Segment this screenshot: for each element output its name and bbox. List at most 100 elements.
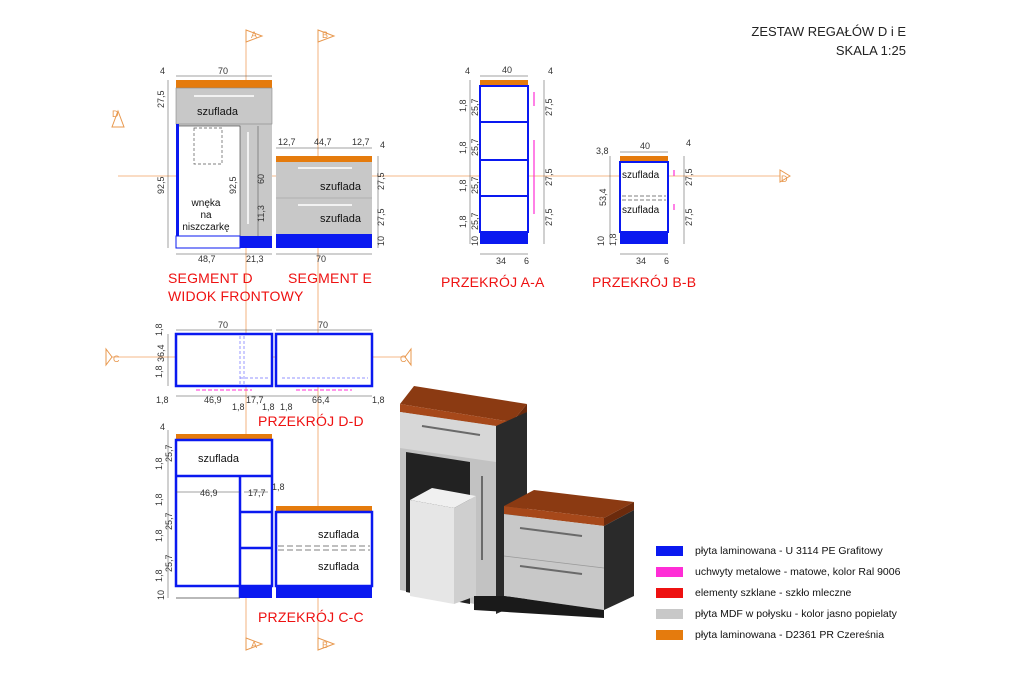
- dim-dd-w1: 70: [218, 320, 228, 330]
- marker-b-top: B: [322, 30, 328, 40]
- dim-dd-t-1: 1,8: [154, 323, 164, 336]
- dim-cc-h-1: 25,7: [164, 444, 174, 462]
- dim-cc-top: 4: [160, 422, 165, 432]
- dim-dd-b3: 66,4: [312, 395, 330, 405]
- dim-e-plinth: 10: [376, 236, 386, 246]
- section-cc-drawer-3: szuflada: [318, 561, 360, 573]
- dim-bb-plinth: 10: [596, 236, 606, 246]
- dim-bb-panel: 3,8: [596, 146, 609, 156]
- legend-swatch-grey: [656, 608, 683, 619]
- dim-cc-t-4: 1,8: [154, 569, 164, 582]
- marker-d-right: D: [781, 174, 788, 184]
- drawing-title: ZESTAW REGAŁÓW D i E: [751, 24, 906, 39]
- dim-e-top: 4: [380, 140, 385, 150]
- legend-item-grey: płyta MDF w połysku - kolor jasno popiel…: [656, 603, 900, 624]
- marker-a-top: A: [251, 30, 257, 40]
- dim-dd-t-5: 1,8: [262, 402, 275, 412]
- dim-aa-door: 6: [524, 256, 529, 266]
- dim-aa-depth: 34: [496, 256, 506, 266]
- dim-d-inner-height: 92,5: [228, 176, 238, 194]
- legend-text-orange: płyta laminowana - D2361 PR Czereśnia: [695, 628, 885, 641]
- legend-swatch-magenta: [656, 566, 683, 577]
- segment-e-drawer-2: szuflada: [320, 213, 362, 225]
- dim-aa-top: 4: [465, 66, 470, 76]
- dim-bb-door: 6: [664, 256, 669, 266]
- section-bb: [619, 156, 675, 244]
- dim-d-inner-a: 60: [256, 174, 266, 184]
- dim-dd-t-2: 1,8: [154, 365, 164, 378]
- section-cc-drawer-2: szuflada: [318, 529, 360, 541]
- legend-swatch-red: [656, 587, 683, 598]
- legend-text-grey: płyta MDF w połysku - kolor jasno popiel…: [695, 607, 897, 620]
- dim-dd-h: 36,4: [156, 344, 166, 362]
- dim-d-top: 4: [160, 66, 165, 76]
- niche-label-3: niszczarkę: [182, 222, 230, 233]
- dim-dd-t-3: 1,8: [156, 395, 169, 405]
- niche-label-2: na: [200, 210, 212, 221]
- label-segment-d: SEGMENT D: [168, 270, 253, 286]
- legend: płyta laminowana - U 3114 PE Grafitowy u…: [656, 540, 900, 645]
- legend-swatch-orange: [656, 629, 683, 640]
- dim-e-width: 70: [316, 254, 326, 264]
- segment-e-front: [276, 156, 372, 248]
- legend-text-red: elementy szklane - szkło mleczne: [695, 586, 852, 599]
- dim-aa-shelf-t-4: 1,8: [458, 215, 468, 228]
- dim-bb-right-2: 27,5: [684, 208, 694, 226]
- dim-bb-shelf-t: 1,8: [608, 233, 618, 246]
- dim-cc-t-1: 1,8: [154, 457, 164, 470]
- dim-bb-top: 4: [686, 138, 691, 148]
- dim-e-drawer2: 27,5: [376, 208, 386, 226]
- dim-d-bottom-w2: 21,3: [246, 254, 264, 264]
- dim-d-inner-b: 11,3: [256, 205, 266, 222]
- section-aa: [479, 80, 535, 244]
- dim-e-left: 12,7: [278, 137, 296, 147]
- dim-aa-shelf-h-4: 25,7: [470, 212, 480, 230]
- dim-aa-right-1: 27,5: [544, 98, 554, 116]
- dim-e-mid: 44,7: [314, 137, 332, 147]
- section-dd: [174, 332, 374, 391]
- legend-item-blue: płyta laminowana - U 3114 PE Grafitowy: [656, 540, 900, 561]
- label-przekroj-cc: PRZEKRÓJ C-C: [258, 609, 364, 625]
- section-cc: [174, 434, 374, 599]
- marker-d-left: D: [112, 109, 119, 119]
- legend-swatch-blue: [656, 545, 683, 556]
- dim-cc-t-2: 1,8: [154, 493, 164, 506]
- dim-cc-w2: 17,7: [248, 488, 266, 498]
- segment-e-drawer-1: szuflada: [320, 181, 362, 193]
- dim-bb-right-1: 27,5: [684, 168, 694, 186]
- dim-bb-height: 53,4: [598, 188, 608, 206]
- section-cc-drawer-1: szuflada: [198, 453, 240, 465]
- dim-aa-shelf-h-3: 25,7: [470, 176, 480, 194]
- dim-dd-b2: 17,7: [246, 395, 264, 405]
- dim-aa-width: 40: [502, 65, 512, 75]
- label-przekroj-bb: PRZEKRÓJ B-B: [592, 274, 697, 290]
- dim-aa-right-2: 27,5: [544, 168, 554, 186]
- dim-cc-h-2: 25,7: [164, 512, 174, 530]
- dim-e-right: 12,7: [352, 137, 370, 147]
- label-przekroj-aa: PRZEKRÓJ A-A: [441, 274, 545, 290]
- front-dimension-lines: [167, 75, 379, 255]
- marker-b-bottom: B: [322, 640, 328, 650]
- section-bb-drawer-2: szuflada: [622, 205, 660, 216]
- dim-cc-plinth: 10: [156, 590, 166, 600]
- legend-item-magenta: uchwyty metalowe - matowe, kolor Ral 900…: [656, 561, 900, 582]
- dim-aa-top-right: 4: [548, 66, 553, 76]
- dim-dd-t-4: 1,8: [232, 402, 245, 412]
- dim-aa-shelf-t-1: 1,8: [458, 99, 468, 112]
- dim-aa-right-3: 27,5: [544, 208, 554, 226]
- legend-item-orange: płyta laminowana - D2361 PR Czereśnia: [656, 624, 900, 645]
- dim-dd-w2: 70: [318, 320, 328, 330]
- label-segment-e: SEGMENT E: [288, 270, 373, 286]
- dim-d-drawer: 27,5: [156, 90, 166, 108]
- dim-d-width: 70: [218, 66, 228, 76]
- legend-text-magenta: uchwyty metalowe - matowe, kolor Ral 900…: [695, 565, 901, 578]
- marker-a-bottom: A: [251, 640, 257, 650]
- drawing-scale: SKALA 1:25: [835, 43, 906, 58]
- marker-c-left: C: [113, 354, 120, 364]
- segment-d-front: [175, 80, 273, 249]
- dim-dd-t-7: 1,8: [372, 395, 385, 405]
- dim-aa-shelf-t-3: 1,8: [458, 179, 468, 192]
- marker-c-right: C: [400, 354, 407, 364]
- dim-aa-shelf-h-1: 25,7: [470, 98, 480, 116]
- dim-bb-width: 40: [640, 141, 650, 151]
